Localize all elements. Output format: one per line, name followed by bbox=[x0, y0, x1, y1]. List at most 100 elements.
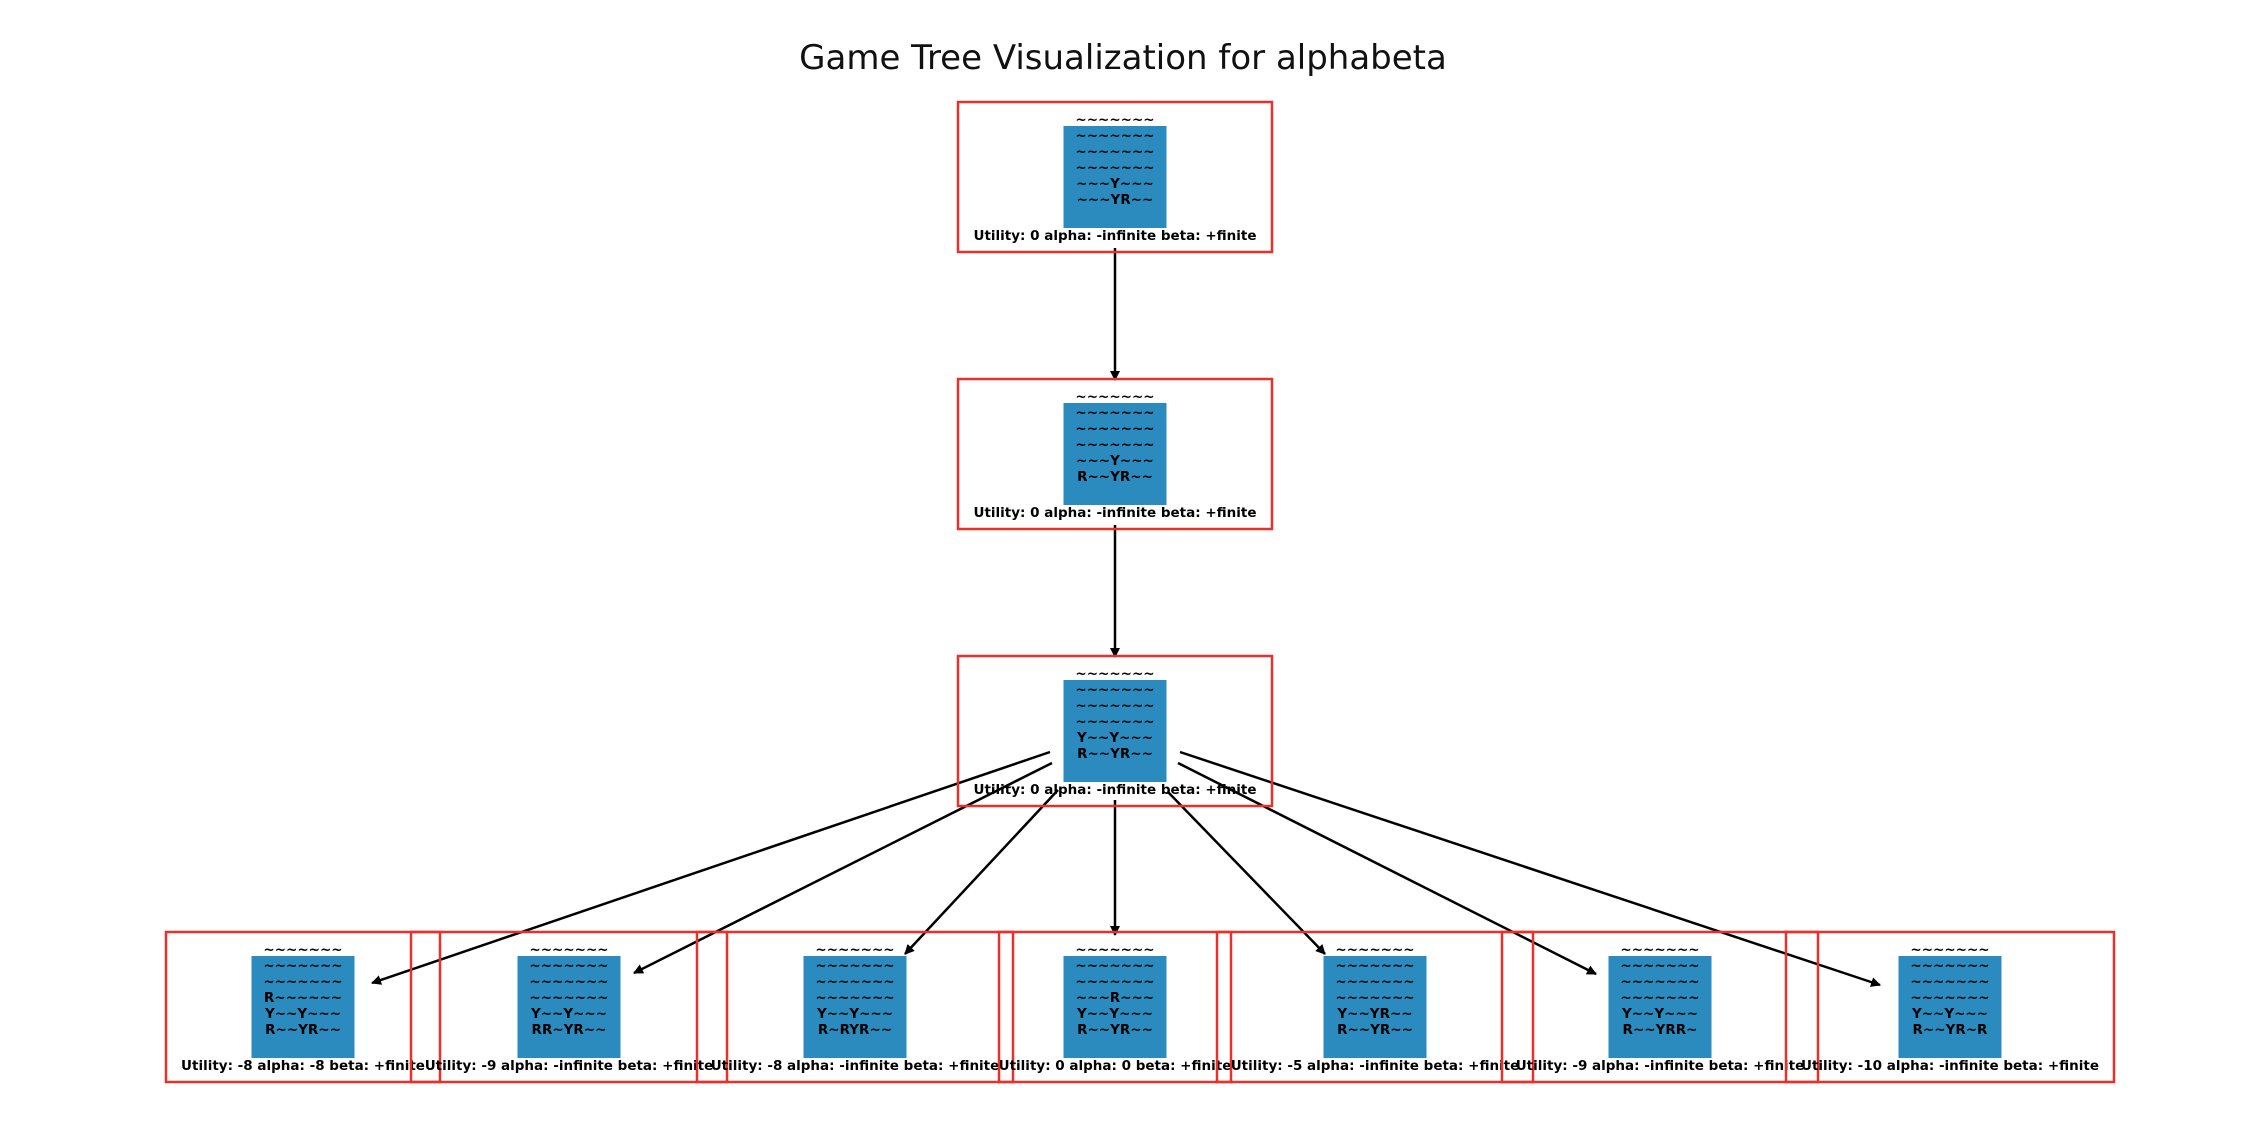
tree-node-level1: ~~~~~~~~~~~~~~~~~~~~~~~~~~~~~~~Y~~~R~~YR… bbox=[956, 377, 1274, 531]
tree-node-leaf6: ~~~~~~~~~~~~~~~~~~~~~~~~~~~~Y~~Y~~~R~~YR… bbox=[1500, 930, 1820, 1084]
board-row: Y~~Y~~~ bbox=[264, 1006, 341, 1022]
board-box bbox=[1323, 956, 1427, 1058]
board-row: Y~~Y~~~ bbox=[530, 1006, 607, 1022]
edge-level2-to-leaf3 bbox=[904, 789, 1059, 955]
board-row: ~~~~~~~ bbox=[1335, 990, 1414, 1006]
tree-node-leaf5: ~~~~~~~~~~~~~~~~~~~~~~~~~~~~Y~~YR~~R~~YR… bbox=[1215, 930, 1535, 1084]
board-row: ~~~~~~~ bbox=[1910, 942, 1989, 958]
board-row: Y~~Y~~~ bbox=[1621, 1006, 1698, 1022]
utility-label: Utility: 0 alpha: -infinite beta: +finit… bbox=[973, 228, 1256, 244]
board-row: ~~~~~~~ bbox=[263, 942, 342, 958]
board-row: Y~~Y~~~ bbox=[1076, 1006, 1153, 1022]
board-box bbox=[1063, 956, 1167, 1058]
board-row: ~~~~~~~ bbox=[1075, 405, 1154, 421]
board-row: ~~~~~~~ bbox=[815, 974, 894, 990]
board-row: ~~~~~~~ bbox=[815, 942, 894, 958]
utility-label: Utility: -9 alpha: -infinite beta: +fini… bbox=[425, 1058, 714, 1074]
board-row: ~~~Y~~~ bbox=[1076, 176, 1154, 192]
board-row: ~~~~~~~ bbox=[529, 990, 608, 1006]
utility-label: Utility: 0 alpha: -infinite beta: +finit… bbox=[973, 505, 1256, 521]
edge-level2-to-leaf2 bbox=[633, 761, 1053, 975]
board-box bbox=[517, 956, 621, 1058]
board-row: ~~~~~~~ bbox=[263, 958, 342, 974]
board-box bbox=[1063, 680, 1167, 782]
board-box bbox=[1063, 403, 1167, 505]
board-row: ~~~~~~~ bbox=[529, 942, 608, 958]
board-row: R~~YR~~ bbox=[1337, 1022, 1413, 1038]
board-row: ~~~~~~~ bbox=[1075, 942, 1154, 958]
board-row: ~~~~~~~ bbox=[1075, 160, 1154, 176]
board-row: ~~~~~~~ bbox=[1075, 666, 1154, 682]
tree-node-leaf7: ~~~~~~~~~~~~~~~~~~~~~~~~~~~~Y~~Y~~~R~~YR… bbox=[1784, 930, 2116, 1084]
node-border bbox=[409, 930, 729, 1084]
edge-level2-to-leaf1 bbox=[371, 750, 1051, 985]
node-border bbox=[1784, 930, 2116, 1084]
board-row: ~~~~~~~ bbox=[1075, 698, 1154, 714]
board-row: ~~~~~~~ bbox=[1075, 144, 1154, 160]
board-row: ~~~R~~~ bbox=[1076, 990, 1154, 1006]
utility-label: Utility: -9 alpha: -infinite beta: +fini… bbox=[1516, 1058, 1805, 1074]
board-row: ~~~~~~~ bbox=[815, 958, 894, 974]
board-row: R~RYR~~ bbox=[818, 1022, 892, 1038]
board-row: ~~~~~~~ bbox=[1075, 437, 1154, 453]
board-row: ~~~~~~~ bbox=[1075, 682, 1154, 698]
board-row: RR~YR~~ bbox=[532, 1022, 607, 1038]
node-border bbox=[1500, 930, 1820, 1084]
node-border bbox=[997, 930, 1233, 1084]
tree-node-leaf1: ~~~~~~~~~~~~~~~~~~~~~R~~~~~~Y~~Y~~~R~~YR… bbox=[164, 930, 442, 1084]
board-row: ~~~~~~~ bbox=[1620, 990, 1699, 1006]
board-row: R~~YRR~ bbox=[1623, 1022, 1698, 1038]
utility-label: Utility: -5 alpha: -infinite beta: +fini… bbox=[1231, 1058, 1520, 1074]
edge-level2-to-leaf7 bbox=[1179, 750, 1881, 987]
node-border bbox=[956, 377, 1274, 531]
board-box bbox=[1898, 956, 2002, 1058]
board-row: Y~~YR~~ bbox=[1336, 1006, 1412, 1022]
board-box bbox=[251, 956, 355, 1058]
tree-node-leaf3: ~~~~~~~~~~~~~~~~~~~~~~~~~~~~Y~~Y~~~R~RYR… bbox=[695, 930, 1015, 1084]
node-border bbox=[164, 930, 442, 1084]
utility-label: Utility: 0 alpha: -infinite beta: +finit… bbox=[973, 782, 1256, 798]
tree-node-root: ~~~~~~~~~~~~~~~~~~~~~~~~~~~~~~~Y~~~~~~YR… bbox=[956, 100, 1274, 254]
board-box bbox=[1063, 126, 1167, 228]
board-box bbox=[803, 956, 907, 1058]
board-row: ~~~~~~~ bbox=[815, 990, 894, 1006]
node-border bbox=[956, 654, 1274, 808]
board-row: ~~~~~~~ bbox=[1075, 421, 1154, 437]
board-row: ~~~~~~~ bbox=[1910, 990, 1989, 1006]
tree-node-leaf2: ~~~~~~~~~~~~~~~~~~~~~~~~~~~~Y~~Y~~~RR~YR… bbox=[409, 930, 729, 1084]
board-row: Y~~Y~~~ bbox=[1076, 730, 1153, 746]
board-row: R~~YR~~ bbox=[1077, 1022, 1153, 1038]
board-row: ~~~~~~~ bbox=[529, 958, 608, 974]
board-row: R~~YR~R bbox=[1913, 1022, 1989, 1038]
board-row: ~~~~~~~ bbox=[1075, 974, 1154, 990]
utility-label: Utility: 0 alpha: 0 beta: +finite bbox=[999, 1058, 1232, 1074]
board-row: ~~~~~~~ bbox=[1910, 958, 1989, 974]
board-row: ~~~~~~~ bbox=[1075, 714, 1154, 730]
node-border bbox=[1215, 930, 1535, 1084]
board-row: R~~~~~~ bbox=[264, 990, 342, 1006]
board-row: ~~~~~~~ bbox=[1910, 974, 1989, 990]
board-row: ~~~~~~~ bbox=[1335, 974, 1414, 990]
board-row: ~~~~~~~ bbox=[1335, 958, 1414, 974]
board-row: ~~~~~~~ bbox=[1620, 958, 1699, 974]
nodes-layer: ~~~~~~~~~~~~~~~~~~~~~~~~~~~~~~~Y~~~~~~YR… bbox=[164, 100, 2116, 1084]
edges-layer bbox=[371, 248, 1881, 987]
utility-label: Utility: -8 alpha: -infinite beta: +fini… bbox=[711, 1058, 1000, 1074]
board-row: ~~~YR~~ bbox=[1077, 192, 1154, 208]
board-box bbox=[1608, 956, 1712, 1058]
board-row: ~~~~~~~ bbox=[1620, 974, 1699, 990]
board-row: ~~~~~~~ bbox=[1620, 942, 1699, 958]
tree-node-leaf4: ~~~~~~~~~~~~~~~~~~~~~~~~R~~~Y~~Y~~~R~~YR… bbox=[997, 930, 1233, 1084]
utility-label: Utility: -10 alpha: -infinite beta: +fin… bbox=[1801, 1058, 2099, 1074]
board-row: R~~YR~~ bbox=[1077, 746, 1153, 762]
tree-node-level2: ~~~~~~~~~~~~~~~~~~~~~~~~~~~~Y~~Y~~~R~~YR… bbox=[956, 654, 1274, 808]
board-row: ~~~~~~~ bbox=[1335, 942, 1414, 958]
board-row: ~~~~~~~ bbox=[263, 974, 342, 990]
board-row: Y~~Y~~~ bbox=[816, 1006, 893, 1022]
utility-label: Utility: -8 alpha: -8 beta: +finite bbox=[181, 1058, 425, 1074]
diagram-title: Game Tree Visualization for alphabeta bbox=[799, 38, 1447, 78]
node-border bbox=[956, 100, 1274, 254]
board-row: Y~~Y~~~ bbox=[1911, 1006, 1988, 1022]
board-row: ~~~~~~~ bbox=[1075, 958, 1154, 974]
